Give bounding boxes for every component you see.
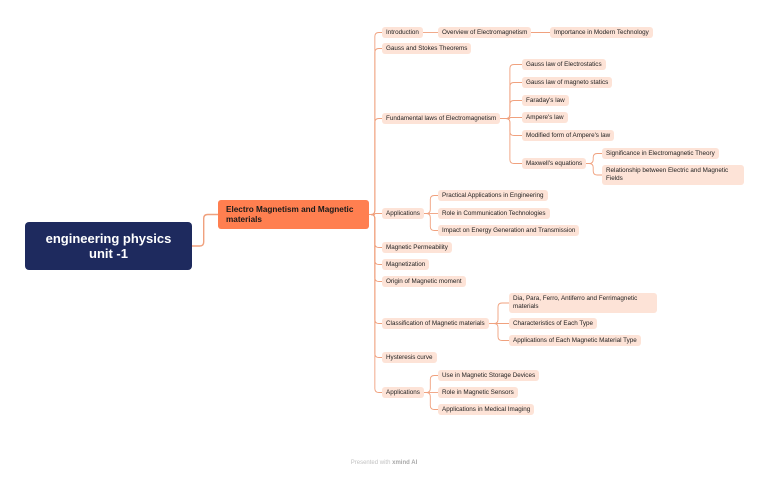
connector-topic-gauss-stokes: [369, 48, 382, 215]
topic-significance[interactable]: Significance in Electromagnetic Theory: [602, 148, 719, 159]
topic-fundamental-laws[interactable]: Fundamental laws of Electromagnetism: [382, 113, 501, 124]
connector-topic-faraday: [500, 100, 522, 119]
topic-magnetization[interactable]: Magnetization: [382, 259, 430, 270]
topic-medical[interactable]: Applications in Medical Imaging: [438, 404, 535, 415]
topic-introduction[interactable]: Introduction: [382, 27, 423, 38]
connector-topic-storage: [424, 375, 438, 393]
topic-hysteresis[interactable]: Hysteresis curve: [382, 352, 437, 363]
topic-overview[interactable]: Overview of Electromagnetism: [438, 27, 532, 38]
topic-gauss-electrostatics[interactable]: Gauss law of Electrostatics: [522, 59, 606, 70]
topic-importance[interactable]: Importance in Modern Technology: [550, 27, 653, 38]
footer-prefix: Presented with: [350, 460, 391, 466]
topic-gauss-stokes[interactable]: Gauss and Stokes Theorems: [382, 43, 472, 54]
connector-topic-modified-ampere: [500, 118, 522, 136]
topic-origin[interactable]: Origin of Magnetic moment: [382, 276, 466, 287]
connector-topic-gauss-magnetostatics: [500, 82, 522, 119]
connector-topic-applications-2: [369, 214, 382, 393]
connector-topic-relationship: [586, 163, 602, 176]
topic-classification[interactable]: Classification of Magnetic materials: [382, 318, 489, 329]
topic-storage[interactable]: Use in Magnetic Storage Devices: [438, 370, 540, 381]
connector-topic-energy: [424, 213, 438, 231]
topic-applications-1[interactable]: Applications: [382, 208, 424, 219]
topic-characteristics[interactable]: Characteristics of Each Type: [509, 318, 598, 329]
connector-topic-introduction: [369, 32, 382, 215]
connector-main-branch-node: [192, 213, 218, 247]
topic-ampere[interactable]: Ampere's law: [522, 112, 568, 123]
root-line-2: unit -1: [89, 246, 128, 261]
connector-topic-dia-para: [489, 302, 509, 324]
footer-brand: xmind AI: [392, 460, 418, 466]
topic-maxwell[interactable]: Maxwell's equations: [522, 158, 587, 169]
topic-permeability[interactable]: Magnetic Permeability: [382, 242, 452, 253]
connector-topic-origin: [369, 214, 382, 282]
connector-topic-fundamental-laws: [369, 118, 382, 215]
topic-faraday[interactable]: Faraday's law: [522, 95, 569, 106]
footer-credit: Presented with xmind AI: [0, 460, 768, 466]
connector-topic-permeability: [369, 214, 382, 248]
topic-sensors[interactable]: Role in Magnetic Sensors: [438, 387, 518, 398]
topic-modified-ampere[interactable]: Modified form of Ampere's law: [522, 130, 615, 141]
topic-applications-type[interactable]: Applications of Each Magnetic Material T…: [509, 335, 641, 346]
connector-topic-magnetization: [369, 214, 382, 265]
connector-topic-gauss-electrostatics: [500, 64, 522, 119]
topic-dia-para[interactable]: Dia, Para, Ferro, Antiferro and Ferrimag…: [509, 293, 657, 313]
topic-relationship[interactable]: Relationship between Electric and Magnet…: [602, 165, 744, 185]
connector-topic-maxwell: [500, 118, 522, 164]
connector-topic-classification: [369, 214, 382, 324]
main-branch-node[interactable]: Electro Magnetism and Magnetic materials: [218, 200, 369, 229]
topic-gauss-magnetostatics[interactable]: Gauss law of magneto statics: [522, 77, 613, 88]
connector-topic-hysteresis: [369, 214, 382, 358]
connector-topic-practical: [424, 195, 438, 214]
connector-topic-applications-type: [489, 323, 509, 341]
topic-energy[interactable]: Impact on Energy Generation and Transmis…: [438, 225, 580, 236]
connector-topic-applications-1: [369, 213, 382, 215]
root-node[interactable]: engineering physics unit -1: [25, 222, 192, 270]
topic-practical[interactable]: Practical Applications in Engineering: [438, 190, 548, 201]
connector-topic-ampere: [500, 117, 522, 119]
topic-applications-2[interactable]: Applications: [382, 387, 424, 398]
connector-topic-medical: [424, 392, 438, 410]
root-line-1: engineering physics: [45, 231, 172, 246]
connector-topic-significance: [586, 153, 602, 164]
topic-communication[interactable]: Role in Communication Technologies: [438, 208, 550, 219]
